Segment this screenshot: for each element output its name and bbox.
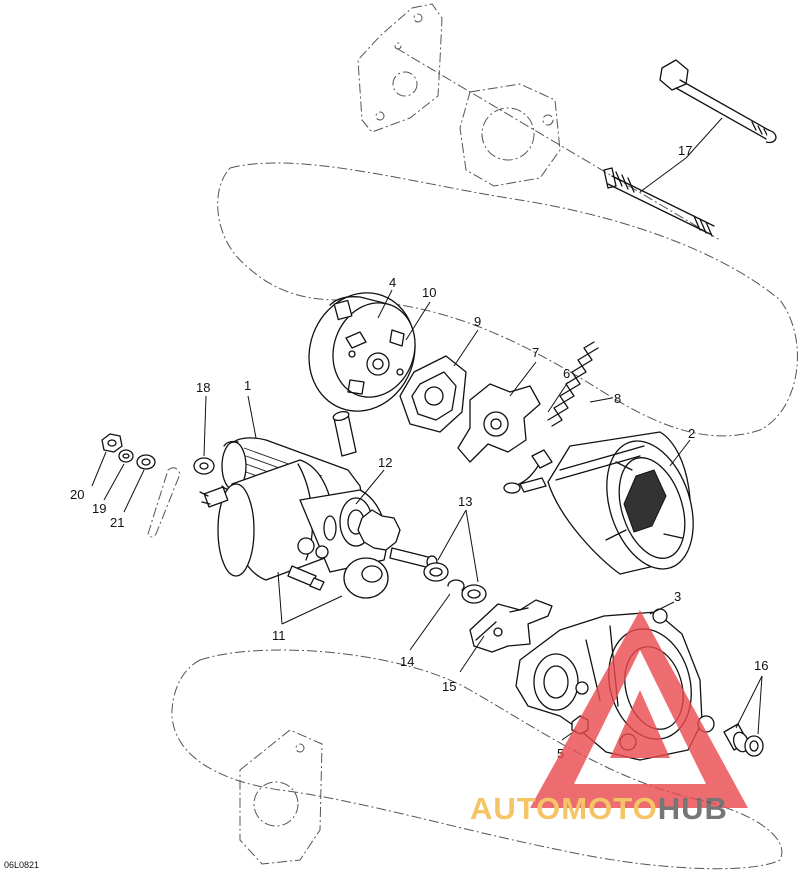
- part-17-bolts: [603, 59, 777, 237]
- watermark-brand-text: AUTOMOTOHUB: [470, 791, 728, 826]
- phantom-bracket-hole-1: [392, 71, 418, 97]
- phantom-flange-hole: [481, 107, 535, 161]
- callout-21: 21: [110, 515, 124, 530]
- part-11-solenoid-assembly: [199, 459, 438, 591]
- callout-16: 16: [754, 658, 768, 673]
- callout-6: 6: [563, 366, 570, 381]
- phantom-bracket-hole-3: [375, 111, 385, 121]
- part-20-nut: [101, 433, 123, 453]
- watermark-brand-part1: AUTOMOTO: [470, 791, 658, 826]
- axis-line-upper: [395, 47, 721, 241]
- callout-11: 11: [272, 628, 286, 643]
- callout-18: 18: [196, 380, 210, 395]
- part-7-brush-holder: [457, 383, 541, 463]
- phantom-outlines: [171, 3, 798, 870]
- callout-12: 12: [378, 455, 392, 470]
- callout-10: 10: [422, 285, 436, 300]
- phantom-bracket-lower: [239, 729, 323, 865]
- phantom-loop-lower: [171, 649, 783, 870]
- phantom-flange-bolt: [542, 114, 554, 126]
- callout-20: 20: [70, 487, 84, 502]
- part-18-nut: [193, 457, 215, 475]
- phantom-bracket-upper: [357, 3, 443, 133]
- callout-1: 1: [244, 378, 251, 393]
- part-21-washer-and-lead: [136, 454, 181, 538]
- callout-9: 9: [474, 314, 481, 329]
- watermark: AUTOMOTOHUB: [470, 610, 748, 826]
- part-8-spring: [547, 341, 599, 427]
- part-16-bushings: [723, 723, 764, 757]
- part-4-end-cap: [308, 292, 416, 412]
- callout-13: 13: [458, 494, 472, 509]
- phantom-loop-upper: [217, 162, 798, 437]
- phantom-bracket-lower-hole: [253, 781, 299, 827]
- phantom-flange: [459, 83, 561, 187]
- phantom-bracket-lower-bolt: [295, 743, 305, 753]
- watermark-brand-part2: HUB: [658, 791, 728, 826]
- phantom-bracket-hole-2: [413, 13, 423, 23]
- document-id: 06L0821: [4, 860, 39, 870]
- callout-7: 7: [532, 345, 539, 360]
- callout-4: 4: [389, 275, 396, 290]
- phantom-bracket-hole-4: [394, 42, 402, 50]
- part-13-rings: [423, 562, 487, 604]
- part-6-brush: [503, 449, 553, 494]
- part-19-lock-washer: [118, 449, 134, 463]
- leader-lines: [91, 117, 763, 741]
- part-9-brush-plate: [399, 355, 467, 433]
- callout-15: 15: [442, 679, 456, 694]
- callout-14: 14: [400, 654, 414, 669]
- callout-labels: 1 2 3 4 5 6 7 8 9 10 11 12 13 14 15 16 1…: [70, 143, 768, 761]
- callout-19: 19: [92, 501, 106, 516]
- part-11-boot: [343, 557, 389, 599]
- part-15-shift-lever: [469, 599, 553, 653]
- callout-17: 17: [678, 143, 692, 158]
- callout-2: 2: [688, 426, 695, 441]
- part-4-pin: [332, 410, 357, 457]
- callout-3: 3: [674, 589, 681, 604]
- watermark-triangle-logo: [530, 610, 748, 808]
- part-14-clip: [447, 579, 465, 591]
- callout-8: 8: [614, 391, 621, 406]
- part-2-field-housing: [547, 431, 694, 575]
- part-12-clutch: [323, 515, 337, 541]
